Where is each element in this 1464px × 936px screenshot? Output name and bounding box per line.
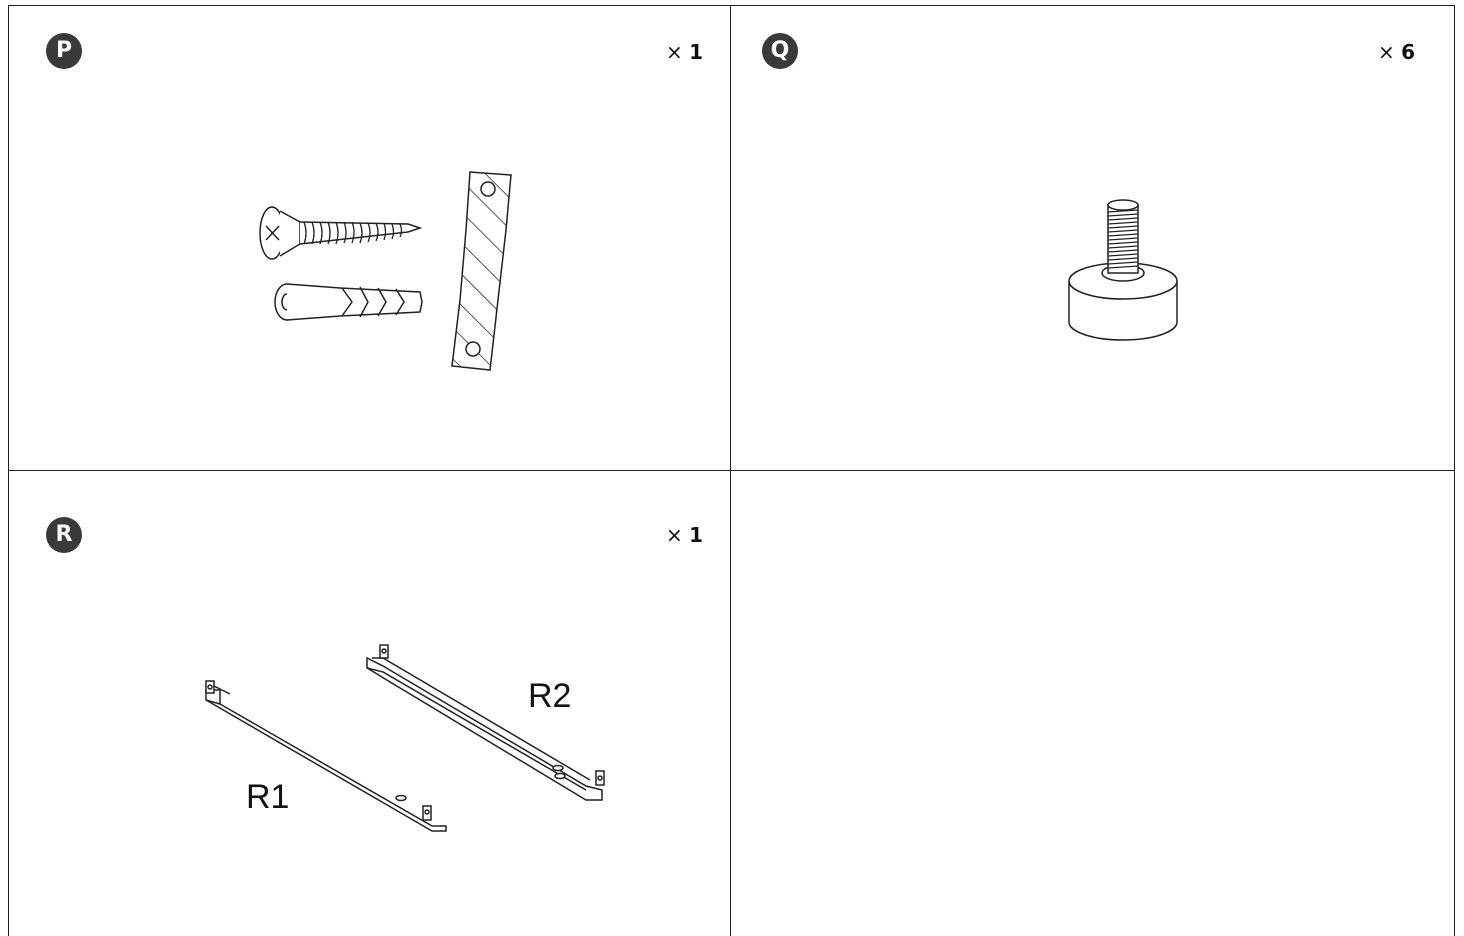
quantity-count: 1 [689,523,704,547]
part-label-r2: R2 [528,677,571,715]
quantity-count: 6 [1401,40,1416,64]
quantity-multiplier: × [666,40,683,64]
part-badge-q: Q [762,33,798,69]
part-label-r1: R1 [246,778,289,816]
rail-r1-icon [205,680,447,832]
wall-section-icon [451,171,512,371]
quantity-count: 1 [689,40,704,64]
adjustable-foot-illustration [1068,199,1178,341]
rail-brackets-illustration: R1 R2 [205,644,605,832]
adjustable-foot-icon [1068,199,1178,341]
wall-plug-icon [274,283,423,321]
quantity-p: × 1 [666,40,703,64]
quantity-r: × 1 [666,523,703,547]
quantity-multiplier: × [666,523,683,547]
grid-divider-horizontal [8,470,1455,471]
rail-r2-icon [366,644,605,801]
part-badge-p: P [46,33,82,69]
part-badge-r: R [46,517,82,553]
quantity-q: × 6 [1378,40,1415,64]
screw-icon [259,206,423,260]
wall-anchor-kit-illustration [259,171,512,371]
quantity-multiplier: × [1378,40,1395,64]
